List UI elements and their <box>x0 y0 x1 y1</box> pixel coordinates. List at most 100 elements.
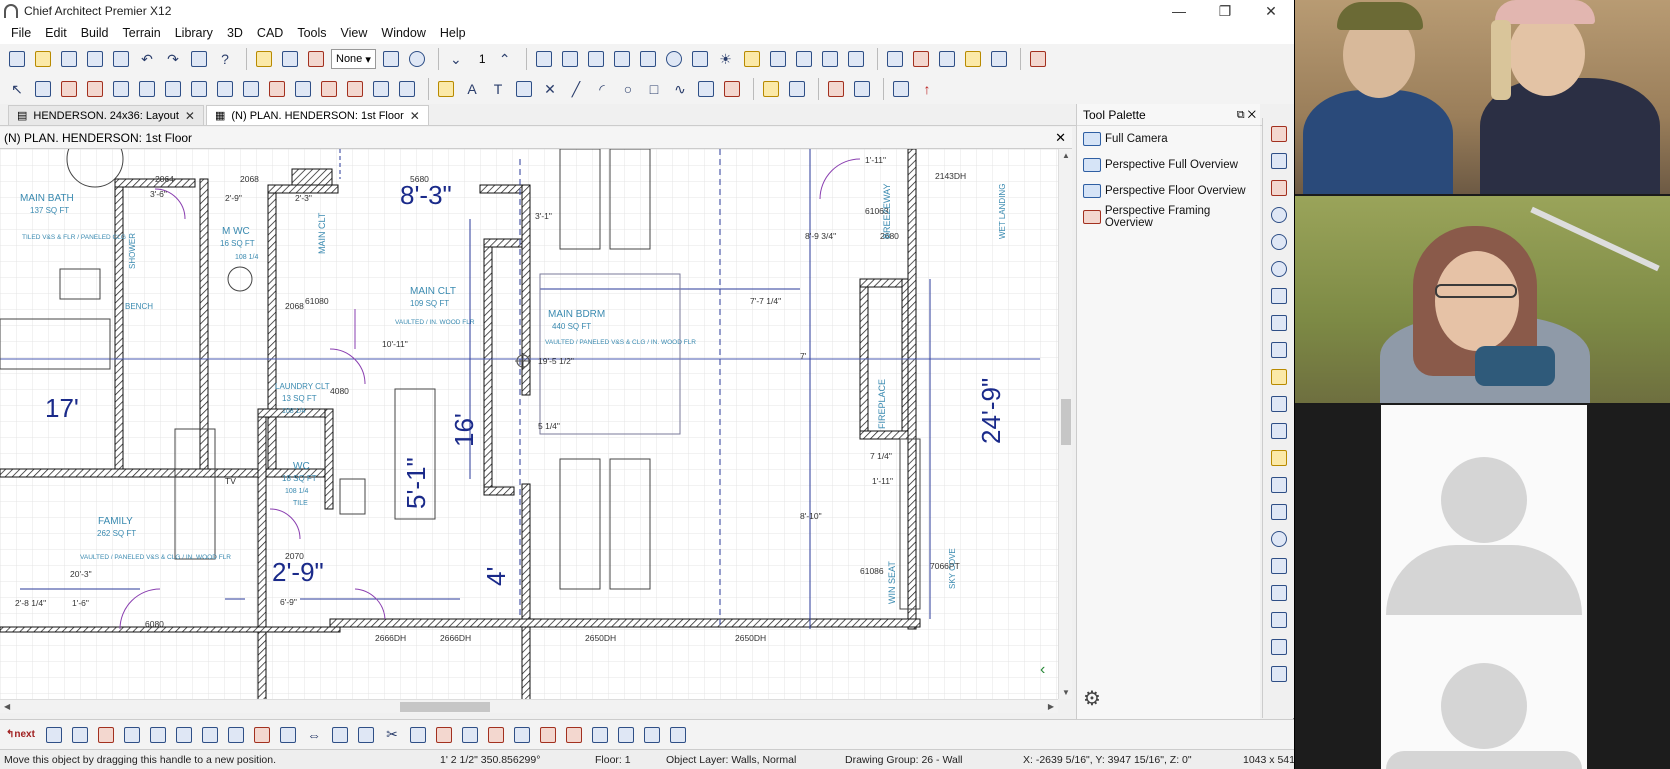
delete-x-icon[interactable]: ✕ <box>544 80 556 97</box>
wall[interactable] <box>907 149 917 630</box>
wall[interactable] <box>267 184 277 470</box>
grid-icon[interactable] <box>1268 663 1290 685</box>
cabinet-icon[interactable] <box>162 78 184 100</box>
chevron-down-icon[interactable]: ⌄ <box>450 50 462 67</box>
wall[interactable] <box>199 178 209 470</box>
house-icon[interactable] <box>689 48 711 70</box>
edit-tool-icon[interactable] <box>32 78 54 100</box>
undo-icon[interactable]: ↶ <box>141 50 153 67</box>
layers-icon[interactable] <box>1268 393 1290 415</box>
gear-icon[interactable]: ⚙ <box>1083 688 1101 710</box>
horizontal-scroll-thumb[interactable] <box>400 702 490 712</box>
trim-icon[interactable] <box>1268 582 1290 604</box>
hand-icon[interactable] <box>641 724 663 746</box>
view-close-button[interactable]: ✕ <box>1055 130 1066 145</box>
tools-icon[interactable] <box>406 48 428 70</box>
plan-view-icon[interactable] <box>279 48 301 70</box>
wall[interactable] <box>114 178 124 470</box>
eyedropper-icon[interactable] <box>767 48 789 70</box>
close-window-button[interactable]: ✕ <box>1265 3 1277 19</box>
framing-icon[interactable] <box>214 78 236 100</box>
open-file-icon[interactable] <box>32 48 54 70</box>
rectangle-icon[interactable]: □ <box>649 81 659 97</box>
light-icon[interactable] <box>741 48 763 70</box>
adjust-material-icon[interactable] <box>819 48 841 70</box>
schedule-icon[interactable] <box>988 48 1010 70</box>
join-icon[interactable] <box>69 724 91 746</box>
default-settings-icon[interactable] <box>188 48 210 70</box>
double-arrow-icon[interactable]: ⇔ <box>306 726 321 743</box>
align-icon[interactable] <box>1268 555 1290 577</box>
menu-tools[interactable]: Tools <box>297 26 327 40</box>
wall[interactable] <box>483 238 493 495</box>
menu-view[interactable]: View <box>340 26 368 40</box>
scroll-right-icon[interactable]: ▶ <box>1047 702 1054 711</box>
move-icon[interactable] <box>277 724 299 746</box>
camera-icon[interactable] <box>559 48 581 70</box>
menu-edit[interactable]: Edit <box>45 26 67 40</box>
tools-2-icon[interactable] <box>615 724 637 746</box>
menu-build[interactable]: Build <box>80 26 109 40</box>
window-icon[interactable] <box>136 78 158 100</box>
door-icon[interactable] <box>110 78 132 100</box>
house-outline-icon[interactable] <box>485 724 507 746</box>
perspective-icon[interactable] <box>663 48 685 70</box>
text-style-icon[interactable]: A <box>467 81 477 97</box>
arc-icon[interactable]: ◜ <box>599 80 605 97</box>
menu-window[interactable]: Window <box>381 26 426 40</box>
curve-icon[interactable] <box>1268 609 1290 631</box>
footprints-icon[interactable] <box>637 48 659 70</box>
section-icon[interactable] <box>936 48 958 70</box>
rectangle-select-icon[interactable] <box>407 724 429 746</box>
layer-icon[interactable] <box>355 724 377 746</box>
pan-hand-icon[interactable] <box>1268 366 1290 388</box>
paint-icon[interactable] <box>511 724 533 746</box>
new-file-icon[interactable] <box>6 48 28 70</box>
palette-controls[interactable]: ⧉ ✕ <box>1236 109 1256 121</box>
material-icon[interactable] <box>589 724 611 746</box>
copy-icon[interactable] <box>121 724 143 746</box>
move-handle-icon[interactable] <box>515 353 531 369</box>
wall-tool-icon[interactable] <box>58 78 80 100</box>
expand-icon[interactable] <box>1268 339 1290 361</box>
scroll-down-icon[interactable]: ▼ <box>1062 688 1070 697</box>
palette-item-perspective-full[interactable]: Perspective Full Overview <box>1077 152 1260 178</box>
overview-icon[interactable] <box>585 48 607 70</box>
callout-icon[interactable] <box>513 78 535 100</box>
spline-icon[interactable]: ∿ <box>674 80 686 97</box>
dining-icon[interactable] <box>667 724 689 746</box>
delete-surface-icon[interactable] <box>845 48 867 70</box>
participant-tile[interactable] <box>1295 405 1670 769</box>
stairs-icon[interactable] <box>188 78 210 100</box>
walkthrough-icon[interactable] <box>611 48 633 70</box>
text-icon[interactable]: T <box>493 81 503 97</box>
room-icon[interactable] <box>370 78 392 100</box>
wall[interactable] <box>324 408 334 510</box>
point-icon[interactable] <box>251 724 273 746</box>
checkbox-tool-icon[interactable] <box>380 48 402 70</box>
fill-window-icon[interactable] <box>1268 285 1290 307</box>
palette-item-full-camera[interactable]: Full Camera <box>1077 126 1260 152</box>
material-painter-icon[interactable] <box>793 48 815 70</box>
circle-icon[interactable]: ○ <box>623 81 633 97</box>
walls[interactable] <box>0 149 921 699</box>
library-objects-icon[interactable] <box>786 78 808 100</box>
participant-tile[interactable] <box>1295 196 1670 403</box>
cad-block-icon[interactable] <box>721 78 743 100</box>
wall[interactable] <box>0 468 331 478</box>
ruler-tool-icon[interactable] <box>1268 474 1290 496</box>
delete-object-icon[interactable] <box>95 724 117 746</box>
menu-terrain[interactable]: Terrain <box>122 26 161 40</box>
vertical-scrollbar[interactable]: ▲ ▼ <box>1058 149 1072 699</box>
layer-select[interactable]: None ▾ <box>331 49 376 69</box>
reverse-icon[interactable] <box>329 724 351 746</box>
tab-layout[interactable]: ▤ HENDERSON. 24x36: Layout ✕ <box>8 105 204 125</box>
building-icon[interactable] <box>344 78 366 100</box>
box-3d-icon[interactable] <box>537 724 559 746</box>
select-objects-icon[interactable]: ↖ <box>11 80 23 97</box>
elevation-icon[interactable] <box>910 48 932 70</box>
vertical-scroll-thumb[interactable] <box>1061 399 1071 445</box>
search-icon[interactable] <box>1268 528 1290 550</box>
chevron-up-icon[interactable]: ⌃ <box>498 50 511 67</box>
menu-library[interactable]: Library <box>174 26 213 40</box>
